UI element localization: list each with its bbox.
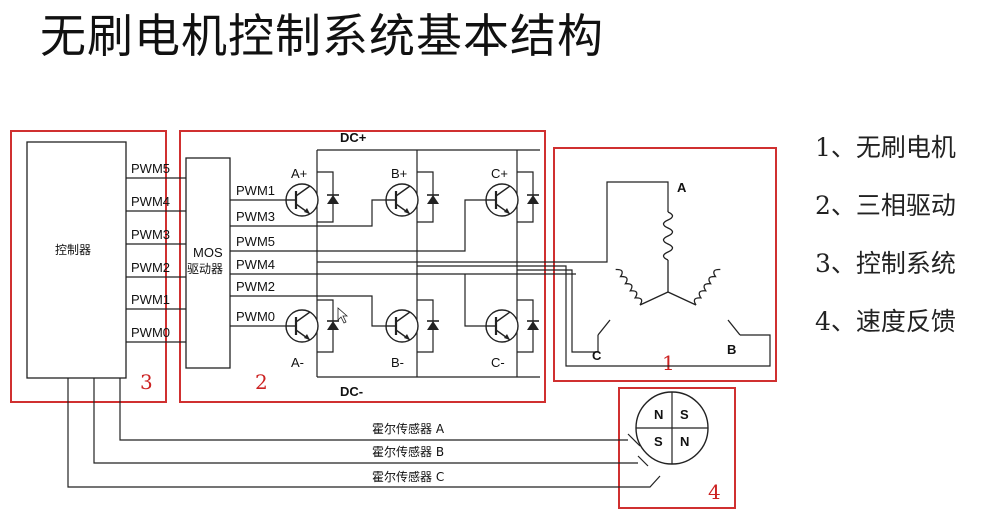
phase-label-b: B	[727, 342, 736, 357]
diode-icon	[326, 320, 340, 331]
box-control-system	[10, 130, 167, 403]
transistor-label: C+	[491, 166, 508, 181]
magnet-pole: S	[680, 407, 689, 422]
dc-minus-label: DC-	[340, 384, 363, 399]
box-number-2: 2	[255, 370, 268, 394]
pwm-out-label: PWM1	[131, 292, 170, 307]
phase-label-a: A	[677, 180, 687, 195]
pwm-in-label: PWM2	[236, 279, 275, 294]
pwm-in-label: PWM4	[236, 257, 275, 272]
driver-label-cn: 驱动器	[187, 262, 223, 276]
legend-item-feedback: 4、速度反馈	[815, 307, 956, 336]
pwm-in-label: PWM1	[236, 183, 275, 198]
transistor-a-minus	[284, 308, 320, 344]
diode-icon	[426, 194, 440, 205]
cursor-icon	[337, 307, 349, 324]
driver-label-mos: MOS	[193, 245, 223, 260]
transistor-label: C-	[491, 355, 505, 370]
magnet-pole: S	[654, 434, 663, 449]
magnet-pole: N	[654, 407, 663, 422]
pwm-out-label: PWM0	[131, 325, 170, 340]
controller-block	[26, 141, 127, 379]
transistor-label: A-	[291, 355, 304, 370]
diode-icon	[526, 320, 540, 331]
transistor-b-plus	[384, 182, 420, 218]
pwm-out-label: PWM4	[131, 194, 170, 209]
diode-icon	[426, 320, 440, 331]
hall-sensor-label: 霍尔传感器 C	[372, 469, 444, 484]
pwm-out-label: PWM5	[131, 161, 170, 176]
transistor-b-minus	[384, 308, 420, 344]
page-title: 无刷电机控制系统基本结构	[40, 9, 604, 63]
controller-label: 控制器	[55, 243, 91, 257]
mos-driver-block	[185, 157, 231, 369]
transistor-label: B-	[391, 355, 404, 370]
transistor-c-minus	[484, 308, 520, 344]
legend-item-motor: 1、无刷电机	[815, 133, 956, 162]
pwm-in-label: PWM3	[236, 209, 275, 224]
pwm-in-label: PWM0	[236, 309, 275, 324]
rotor-magnet-icon	[635, 391, 709, 465]
phase-label-c: C	[592, 348, 602, 363]
diode-icon	[526, 194, 540, 205]
transistor-a-plus	[284, 182, 320, 218]
box-number-3: 3	[140, 370, 153, 394]
pwm-out-label: PWM2	[131, 260, 170, 275]
pwm-out-label: PWM3	[131, 227, 170, 242]
box-speed-feedback	[618, 387, 736, 509]
pwm-in-label: PWM5	[236, 234, 275, 249]
transistor-label: B+	[391, 166, 407, 181]
legend-item-driver: 2、三相驱动	[815, 191, 956, 220]
transistor-c-plus	[484, 182, 520, 218]
legend-item-control: 3、控制系统	[815, 249, 956, 278]
hall-sensor-label: 霍尔传感器 A	[372, 421, 445, 436]
box-motor	[553, 147, 777, 382]
box-number-4: 4	[708, 480, 721, 504]
dc-plus-label: DC+	[340, 130, 367, 145]
diode-icon	[326, 194, 340, 205]
hall-sensor-label: 霍尔传感器 B	[372, 444, 444, 459]
box-number-1: 1	[662, 351, 675, 375]
legend-list: 1、无刷电机 2、三相驱动 3、控制系统 4、速度反馈	[815, 128, 956, 360]
transistor-label: A+	[291, 166, 307, 181]
magnet-pole: N	[680, 434, 689, 449]
